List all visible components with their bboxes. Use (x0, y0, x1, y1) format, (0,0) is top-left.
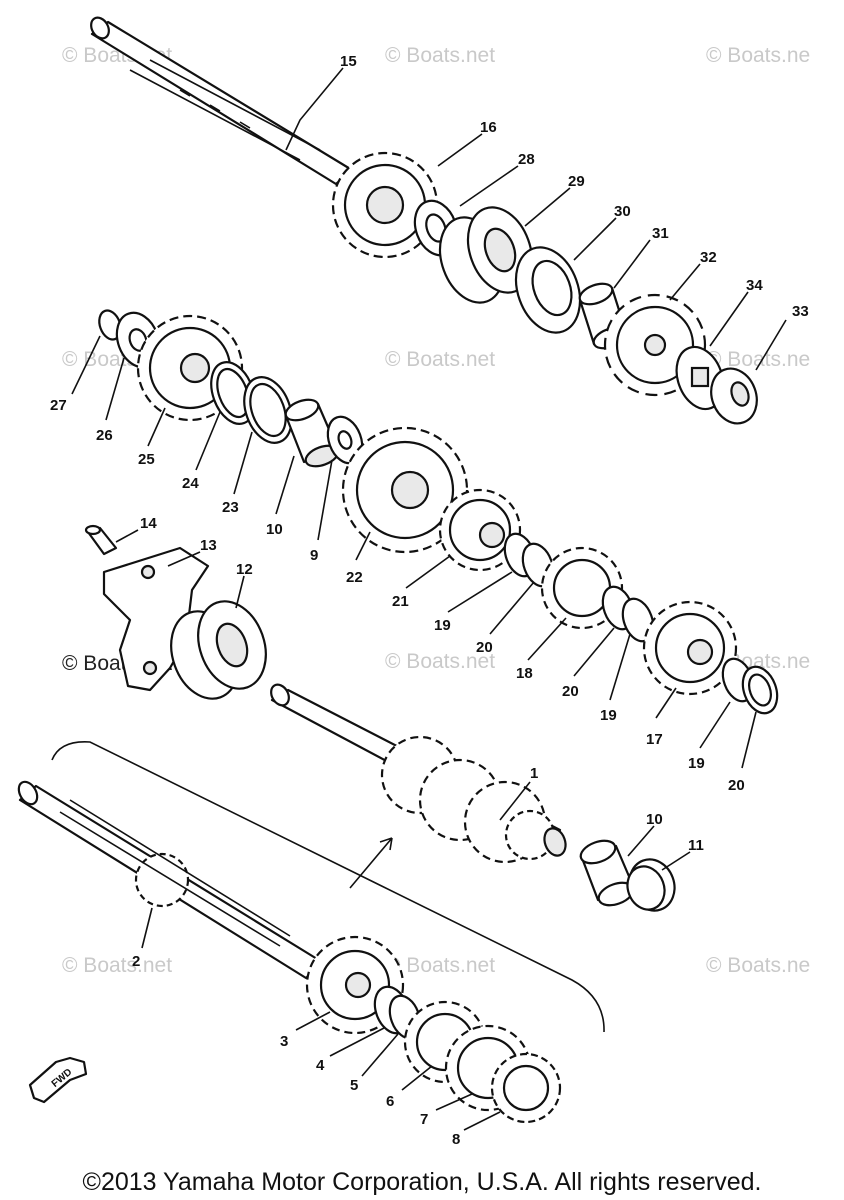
gear-17 (642, 600, 738, 696)
part-callouts: 15 16 28 29 30 31 32 34 33 27 26 25 24 2… (50, 53, 809, 1148)
bracket-line (51, 741, 605, 1033)
fwd-arrow-icon: FWD (28, 1056, 88, 1104)
callout-23: 23 (222, 499, 239, 516)
dowel-pin-14 (84, 524, 118, 556)
callout-1: 1 (530, 765, 538, 782)
nut-33 (710, 367, 758, 425)
callout-19c: 19 (688, 755, 705, 772)
gear-25 (136, 314, 244, 422)
oil-seal-30 (514, 246, 582, 334)
leader-lines (71, 67, 787, 1131)
callout-20a: 20 (476, 639, 493, 656)
gear-16 (331, 151, 439, 259)
main-axle-assembly-1 (270, 683, 567, 864)
copyright-footer: ©2013 Yamaha Motor Corporation, U.S.A. A… (82, 1168, 762, 1196)
watermark-text: © Boats.net (385, 348, 495, 371)
bearing-12 (170, 600, 267, 700)
cap-11 (626, 858, 676, 912)
callout-4: 4 (316, 1057, 325, 1074)
callout-26: 26 (96, 427, 113, 444)
callout-2: 2 (132, 953, 140, 970)
callout-10b: 10 (646, 811, 663, 828)
callout-21: 21 (392, 593, 409, 610)
callout-31: 31 (652, 225, 669, 242)
gear-21 (438, 488, 522, 572)
callout-6: 6 (386, 1093, 394, 1110)
watermark-text: © Boats.ne (706, 954, 810, 977)
gear-8 (490, 1052, 562, 1124)
callout-30: 30 (614, 203, 631, 220)
callout-20c: 20 (728, 777, 745, 794)
callout-8: 8 (452, 1131, 460, 1148)
gear-18 (540, 546, 624, 630)
drive-axle-15 (90, 16, 354, 186)
callout-15: 15 (340, 53, 357, 70)
callout-24: 24 (182, 475, 199, 492)
callout-32: 32 (700, 249, 717, 266)
callout-5: 5 (350, 1077, 358, 1094)
callout-10a: 10 (266, 521, 283, 538)
watermark-text: © Boats.net (385, 44, 495, 67)
watermark-text: © Boats.ne (706, 44, 810, 67)
callout-27: 27 (50, 397, 67, 414)
callout-19b: 19 (600, 707, 617, 724)
watermark-text: © Boats.net (385, 954, 495, 977)
callout-18: 18 (516, 665, 533, 682)
callout-33: 33 (792, 303, 809, 320)
callout-28: 28 (518, 151, 535, 168)
arrow-to-assembly (349, 837, 393, 889)
bushing-10-upper (284, 398, 340, 468)
sprocket-32 (603, 293, 707, 397)
callout-19a: 19 (434, 617, 451, 634)
watermark-text: © Boats.ne (706, 348, 810, 371)
callout-29: 29 (568, 173, 585, 190)
callout-11: 11 (688, 837, 704, 854)
bearing-29 (438, 206, 534, 304)
callout-7: 7 (420, 1111, 428, 1128)
circlip-20c (741, 665, 779, 715)
callout-14: 14 (140, 515, 157, 532)
callout-25: 25 (138, 451, 155, 468)
callout-17: 17 (646, 731, 663, 748)
callout-9: 9 (310, 547, 318, 564)
washer-23 (243, 376, 293, 444)
gear-22 (341, 426, 469, 554)
callout-22: 22 (346, 569, 363, 586)
watermark-text: © Boats.net (385, 650, 495, 673)
main-axle-2 (17, 780, 324, 980)
bushing-10-lower (579, 839, 636, 907)
watermark-text: © Boats.net (62, 954, 172, 977)
callout-13: 13 (200, 537, 217, 554)
callout-3: 3 (280, 1033, 288, 1050)
callout-12: 12 (236, 561, 253, 578)
callout-16: 16 (480, 119, 497, 136)
bearing-plate-13 (102, 546, 210, 692)
callout-20b: 20 (562, 683, 579, 700)
callout-34: 34 (746, 277, 763, 294)
